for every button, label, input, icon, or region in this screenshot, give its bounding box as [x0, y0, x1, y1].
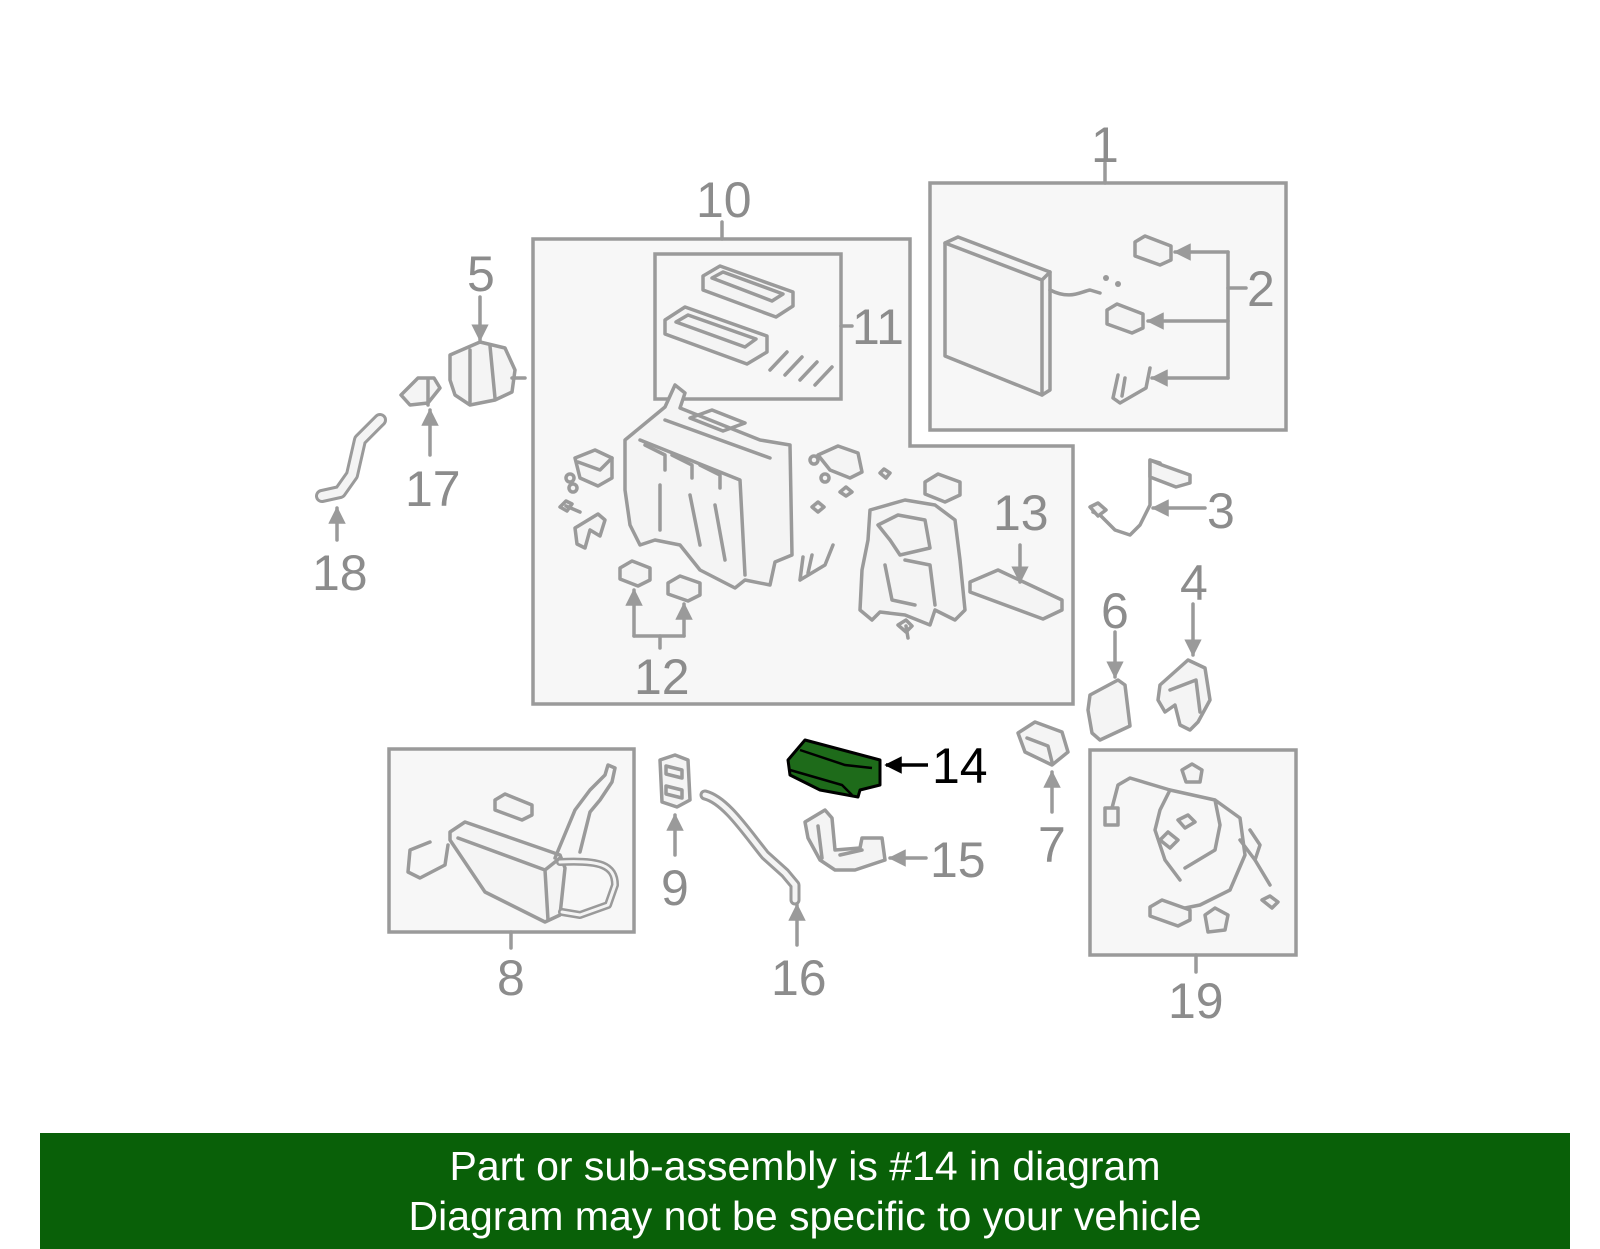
info-banner: Part or sub-assembly is #14 in diagram D…	[40, 1133, 1570, 1249]
heater-case-left	[623, 383, 794, 590]
callout-18: 18	[312, 545, 368, 601]
box-8-heater-core-group: 8	[387, 747, 636, 1006]
seal-12b	[666, 574, 702, 603]
callout-19: 19	[1168, 973, 1224, 1029]
callout-14[interactable]: 14	[932, 738, 988, 794]
seal-middle	[1105, 302, 1145, 335]
callout-7: 7	[1038, 817, 1066, 873]
callout-6: 6	[1101, 583, 1129, 639]
box-19-wire-harness: 19	[1088, 748, 1298, 1029]
part-4-motor: 4	[1156, 555, 1212, 732]
callout-15: 15	[930, 832, 986, 888]
callout-4: 4	[1180, 555, 1208, 611]
seal-bracket	[1111, 366, 1152, 405]
part-16-drain-hose: 16	[699, 789, 827, 1006]
callout-1: 1	[1091, 117, 1119, 173]
wire-harness	[1110, 776, 1272, 912]
part-9-vent: 9	[658, 753, 692, 916]
banner-line-1: Part or sub-assembly is #14 in diagram	[449, 1143, 1161, 1189]
part-3-sensor-wire: 3	[1088, 458, 1235, 539]
heater-case-right	[858, 498, 967, 640]
banner-line-2: Diagram may not be specific to your vehi…	[408, 1193, 1202, 1239]
part-5-actuator: 5	[448, 246, 527, 407]
callout-11: 11	[852, 299, 904, 355]
callout-2: 2	[1247, 261, 1275, 317]
part-17-sensor: 17	[399, 376, 461, 517]
part-6-bracket: 6	[1086, 583, 1132, 742]
callout-12: 12	[634, 649, 690, 705]
callout-9: 9	[661, 860, 689, 916]
callout-17: 17	[405, 461, 461, 517]
duct-13	[968, 568, 1064, 621]
part-15-duct: 15	[803, 808, 986, 888]
part-7-resistor: 7	[1016, 720, 1070, 873]
callout-16: 16	[771, 950, 827, 1006]
part-14-duct-highlighted[interactable]: 14	[786, 738, 988, 799]
seal-12a	[618, 559, 652, 588]
filter-clips	[768, 350, 834, 387]
small-parts-left	[558, 448, 614, 550]
seal-upper	[1133, 234, 1173, 267]
callout-3: 3	[1207, 483, 1235, 539]
box-1-evaporator-group: 1 2	[928, 117, 1288, 432]
part-18-hose: 18	[312, 413, 387, 601]
callout-5: 5	[467, 246, 495, 302]
box-10-heater-unit: 10 11	[531, 172, 1075, 706]
callout-10: 10	[696, 172, 752, 228]
evaporator-core	[943, 235, 1121, 397]
small-parts-middle	[798, 444, 962, 582]
callout-8: 8	[497, 950, 525, 1006]
callout-13: 13	[993, 485, 1049, 541]
